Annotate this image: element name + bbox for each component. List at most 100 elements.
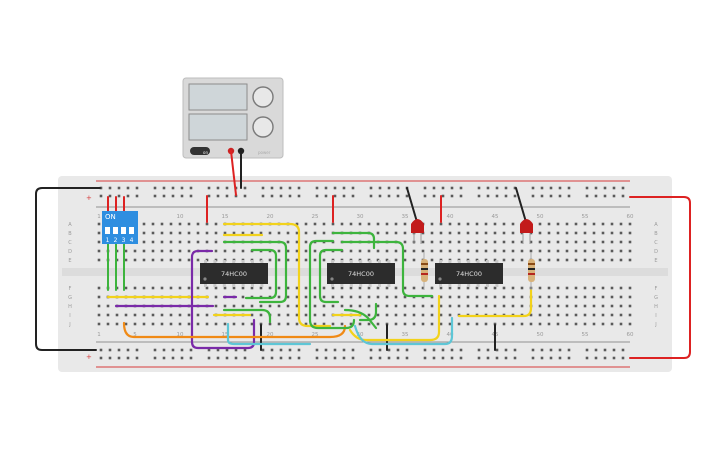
wire-yellow-cross[interactable] bbox=[348, 294, 441, 342]
breadboard-hole bbox=[196, 240, 200, 244]
wire-green-c2a[interactable] bbox=[308, 239, 356, 330]
breadboard-hole bbox=[628, 258, 632, 262]
wire-supply-positive[interactable] bbox=[230, 150, 237, 196]
rail-hole bbox=[99, 348, 103, 352]
power-switch[interactable] bbox=[190, 147, 210, 155]
chip-3[interactable]: 74HC00 bbox=[435, 263, 503, 284]
chip-pin bbox=[251, 260, 254, 263]
rail-hole bbox=[531, 356, 535, 360]
breadboard-hole bbox=[538, 286, 542, 290]
breadboard-hole bbox=[358, 249, 362, 253]
breadboard-hole bbox=[358, 322, 362, 326]
breadboard-hole bbox=[475, 286, 479, 290]
voltage-knob[interactable] bbox=[252, 86, 274, 108]
column-number: 15 bbox=[222, 332, 229, 338]
breadboard-hole bbox=[439, 322, 443, 326]
rail-hole bbox=[117, 194, 121, 198]
breadboard-hole bbox=[565, 322, 569, 326]
rail-hole bbox=[621, 194, 625, 198]
breadboard-hole bbox=[376, 249, 380, 253]
breadboard-hole bbox=[628, 295, 632, 299]
rail-hole bbox=[495, 194, 499, 198]
breadboard-hole bbox=[601, 222, 605, 226]
breadboard-hole bbox=[286, 322, 290, 326]
rail-hole bbox=[171, 186, 175, 190]
breadboard-hole bbox=[214, 295, 218, 299]
dip-toggle-slot[interactable] bbox=[121, 222, 126, 234]
wire-led2-ground[interactable] bbox=[515, 187, 527, 223]
column-number: 1 bbox=[97, 214, 101, 220]
rail-hole bbox=[459, 186, 463, 190]
rail-hole bbox=[585, 186, 589, 190]
chip-1[interactable]: 74HC00 bbox=[200, 263, 268, 284]
breadboard-hole bbox=[619, 222, 623, 226]
resistor-1-band-2 bbox=[421, 268, 428, 270]
rail-hole bbox=[513, 356, 517, 360]
wire-left-ground-loop[interactable] bbox=[35, 187, 101, 351]
breadboard-hole bbox=[538, 258, 542, 262]
wire-green-c2d[interactable] bbox=[340, 240, 434, 298]
wire-purple-loop[interactable] bbox=[190, 249, 256, 350]
breadboard-hole bbox=[412, 286, 416, 290]
breadboard-hole bbox=[511, 286, 515, 290]
rail-hole bbox=[504, 194, 508, 198]
rail-hole bbox=[423, 186, 427, 190]
dip-toggle-slot[interactable] bbox=[105, 222, 110, 234]
breadboard-hole bbox=[430, 322, 434, 326]
wire-green-c1c[interactable] bbox=[222, 308, 272, 324]
breadboard-hole bbox=[295, 295, 299, 299]
rail-hole bbox=[531, 348, 535, 352]
breadboard-hole bbox=[304, 295, 308, 299]
breadboard-hole bbox=[214, 240, 218, 244]
wires bbox=[35, 150, 691, 359]
resistor-1[interactable] bbox=[421, 252, 428, 290]
column-number: 35 bbox=[402, 332, 409, 338]
wire-cyan-right[interactable] bbox=[353, 316, 454, 346]
wire-green-c2b[interactable] bbox=[318, 248, 344, 304]
wire-cyan-left[interactable] bbox=[226, 322, 312, 346]
rail-hole bbox=[396, 356, 400, 360]
breadboard-hole bbox=[97, 249, 101, 253]
chip-pin bbox=[359, 284, 363, 287]
breadboard-hole bbox=[241, 249, 245, 253]
wire-green-c1a[interactable] bbox=[222, 240, 288, 304]
breadboard-hole bbox=[214, 304, 218, 308]
breadboard-hole bbox=[574, 313, 578, 317]
breadboard-hole bbox=[142, 258, 146, 262]
wire-green-c2c[interactable] bbox=[331, 231, 376, 250]
breadboard-hole bbox=[160, 286, 164, 290]
wire-yellow-led2[interactable] bbox=[457, 288, 533, 318]
resistor-2[interactable] bbox=[528, 252, 535, 290]
breadboard-hole bbox=[511, 240, 515, 244]
breadboard-hole bbox=[574, 258, 578, 262]
current-knob[interactable] bbox=[252, 116, 274, 138]
wire-green-c1b[interactable] bbox=[244, 248, 278, 300]
dip-toggle-slot[interactable] bbox=[113, 222, 118, 234]
chip-pins bbox=[204, 260, 499, 287]
breadboard-hole bbox=[250, 313, 254, 317]
rail-hole bbox=[504, 356, 508, 360]
rail-hole bbox=[486, 194, 490, 198]
rail-hole bbox=[369, 356, 373, 360]
wire-right-power-loop[interactable] bbox=[629, 196, 691, 359]
breadboard-hole bbox=[178, 222, 182, 226]
breadboard-hole bbox=[286, 304, 290, 308]
wire-yellow-long[interactable] bbox=[222, 222, 332, 328]
led-2[interactable] bbox=[520, 219, 533, 244]
power-supply[interactable]: on power bbox=[182, 77, 284, 159]
breadboard-hole bbox=[493, 240, 497, 244]
wire-green-c2e[interactable] bbox=[358, 302, 378, 322]
dip-toggle-slot[interactable] bbox=[129, 222, 134, 234]
wire-led1-ground[interactable] bbox=[406, 187, 418, 223]
breadboard-hole bbox=[304, 222, 308, 226]
breadboard-hole bbox=[214, 249, 218, 253]
breadboard-hole bbox=[610, 304, 614, 308]
wire-green-c2f[interactable] bbox=[343, 308, 378, 330]
breadboard-hole bbox=[511, 231, 515, 235]
chip-2[interactable]: 74HC00 bbox=[327, 263, 395, 284]
led-1[interactable] bbox=[411, 219, 424, 244]
chip-pin bbox=[349, 284, 353, 287]
rail-hole bbox=[441, 348, 445, 352]
wire-orange[interactable] bbox=[122, 321, 347, 339]
